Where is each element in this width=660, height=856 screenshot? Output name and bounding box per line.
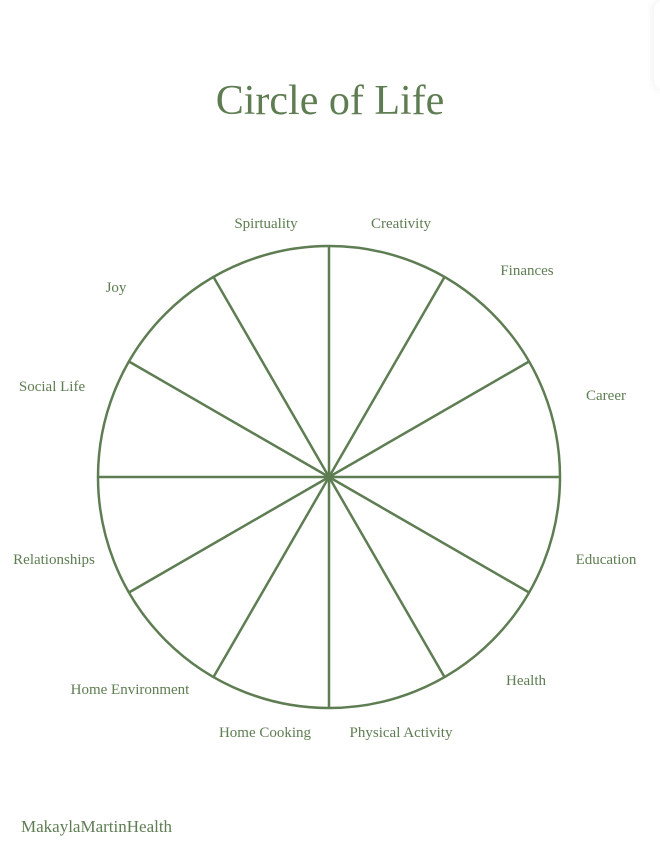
wheel-spoke bbox=[327, 476, 446, 678]
wheel-spoke bbox=[212, 476, 331, 678]
wheel-spoke bbox=[328, 475, 530, 594]
segment-label-home-cooking: Home Cooking bbox=[219, 725, 312, 741]
segment-label-spirtuality: Spirtuality bbox=[234, 216, 298, 232]
segment-label-creativity: Creativity bbox=[371, 216, 431, 232]
page-edge-shadow bbox=[654, 0, 660, 90]
wheel-spoke bbox=[128, 360, 330, 479]
segment-label-health: Health bbox=[506, 673, 546, 689]
segment-label-education: Education bbox=[576, 552, 637, 568]
wheel-spoke bbox=[128, 475, 330, 594]
wheel-spoke bbox=[328, 360, 530, 479]
wheel-labels: Creativity Finances Career Education Hea… bbox=[13, 216, 637, 741]
segment-label-relationships: Relationships bbox=[13, 552, 95, 568]
wheel-spokes bbox=[98, 246, 560, 708]
segment-label-career: Career bbox=[586, 388, 626, 404]
segment-label-home-environment: Home Environment bbox=[71, 682, 191, 698]
wheel-spoke bbox=[327, 276, 446, 478]
brand-signature: MakaylaMartinHealth bbox=[21, 817, 173, 836]
page-title: Circle of Life bbox=[215, 78, 445, 124]
segment-label-social-life: Social Life bbox=[19, 379, 86, 395]
segment-label-joy: Joy bbox=[106, 280, 127, 296]
segment-label-finances: Finances bbox=[500, 263, 553, 279]
wheel-spoke bbox=[212, 276, 331, 478]
segment-label-physical-activity: Physical Activity bbox=[350, 725, 453, 741]
